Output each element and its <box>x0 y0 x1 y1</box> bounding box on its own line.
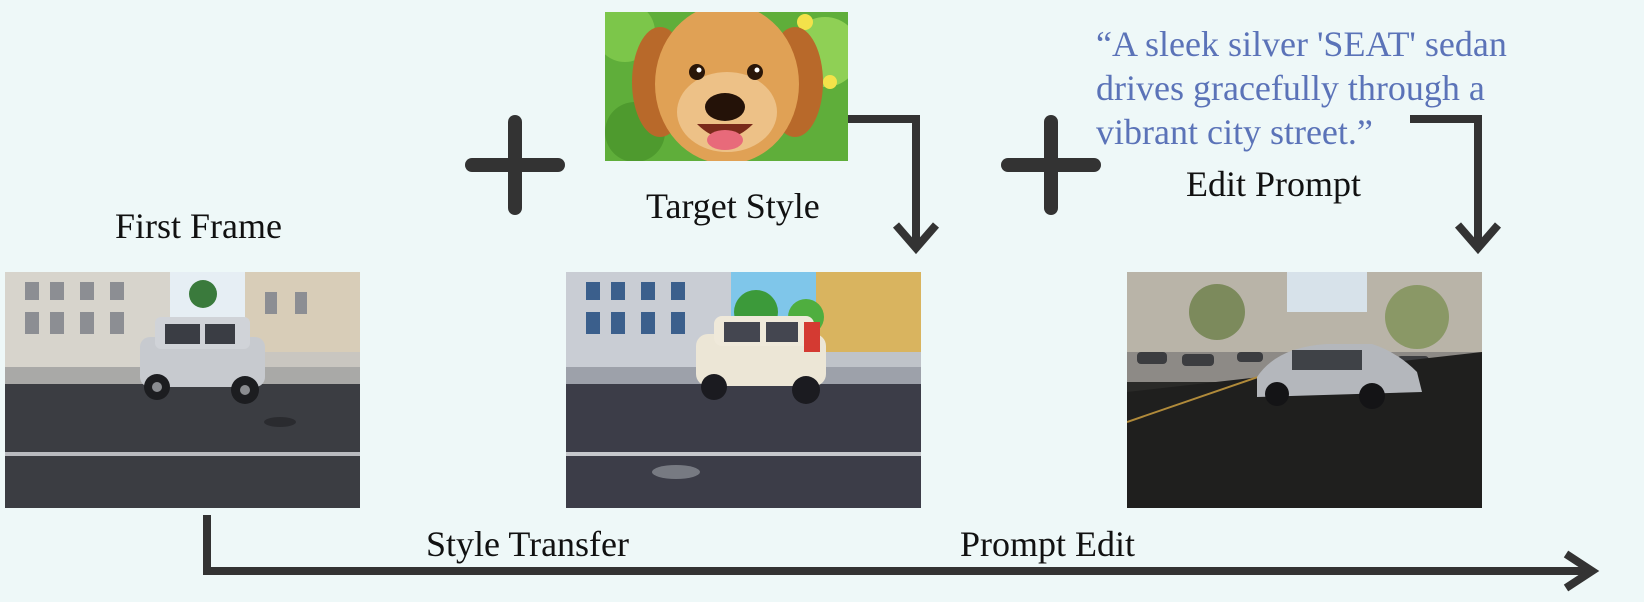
target-style-image <box>605 12 848 161</box>
first-frame-image <box>5 272 360 508</box>
prompt-edit-image <box>1127 272 1482 508</box>
style-transfer-label: Style Transfer <box>426 524 630 564</box>
edit-prompt-label: Edit Prompt <box>1186 164 1362 204</box>
timeline-arrow <box>203 515 1600 592</box>
prompt-edit-label: Prompt Edit <box>960 524 1136 564</box>
first-frame-label: First Frame <box>115 206 282 246</box>
plus-sign-right <box>1001 115 1101 215</box>
prompt-arrow <box>1410 115 1502 255</box>
style-transfer-image <box>566 272 921 508</box>
target-style-label: Target Style <box>646 186 820 226</box>
edit-prompt-text: “A sleek silver 'SEAT' sedan drives grac… <box>1096 24 1507 152</box>
style-arrow <box>848 115 940 255</box>
plus-sign-left <box>465 115 565 215</box>
